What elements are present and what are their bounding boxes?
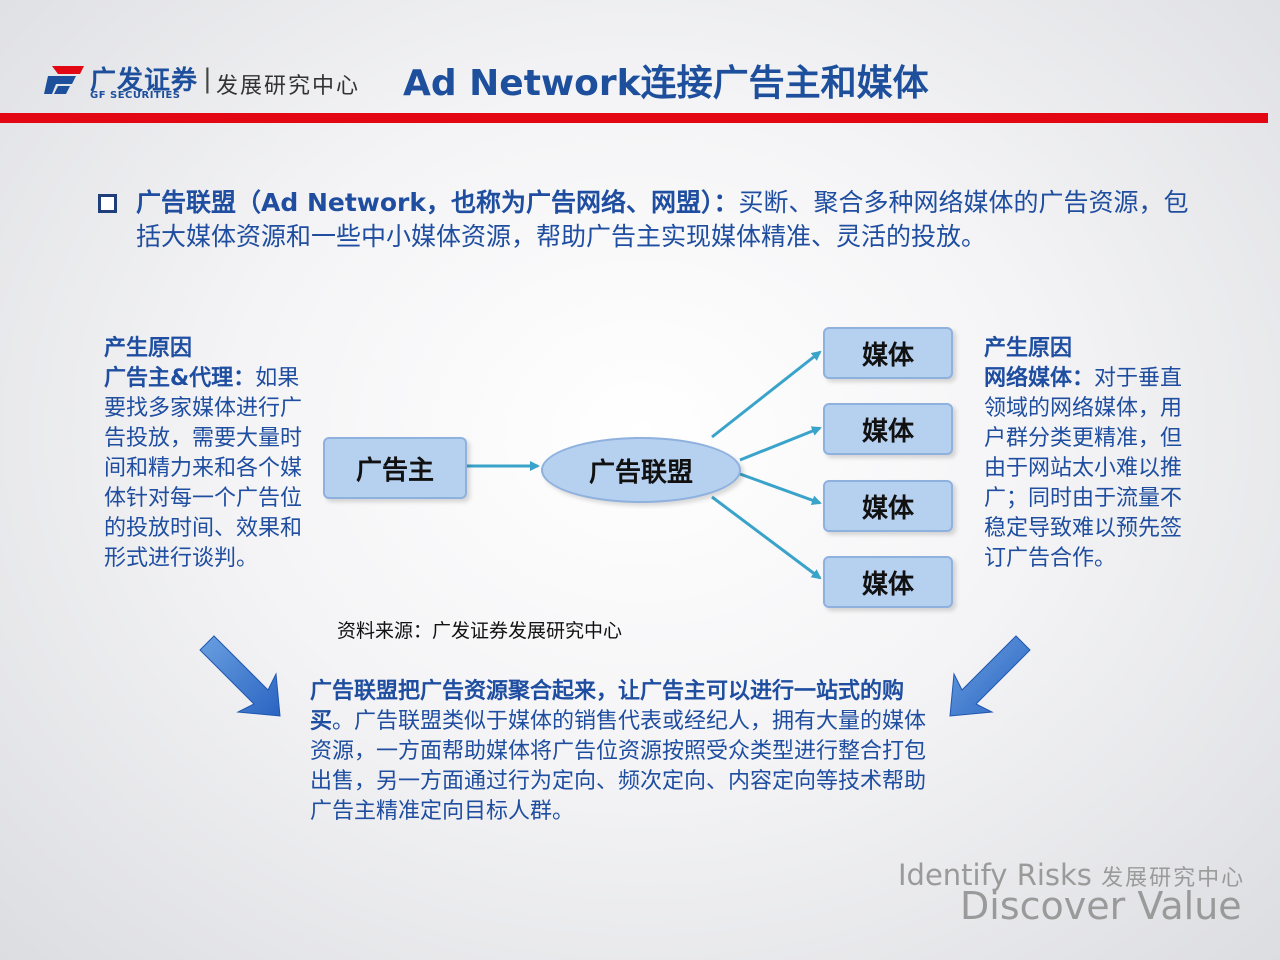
logo-text: 广发证券 — [90, 66, 199, 96]
ad-network-node: 广告联盟 — [541, 437, 741, 503]
gf-logo-icon — [44, 66, 84, 94]
arrow-network-to-media-2 — [739, 426, 822, 462]
right-reason-panel: 产生原因 网络媒体：对于垂直领域的网络媒体，用户群分类更精准，但由于网站太小难以… — [984, 334, 1189, 574]
media-node-3: 媒体 — [823, 480, 953, 532]
media-node-2: 媒体 — [823, 403, 953, 455]
media-node-4: 媒体 — [823, 556, 953, 608]
watermark-line-1: Identify Risks 发展研究中心 — [898, 858, 1245, 892]
right-heading: 产生原因 — [984, 336, 1073, 361]
left-reason-panel: 产生原因 广告主&代理：如果要找多家媒体进行广告投放，需要大量时间和精力来和各个… — [104, 334, 309, 574]
left-text: 如果要找多家媒体进行广告投放，需要大量时间和精力来和各个媒体针对每一个广告位的投… — [104, 366, 303, 571]
page-title: Ad Network连接广告主和媒体 — [403, 63, 929, 104]
header: 广发证券 GF SECURITIES | 发展研究中心 Ad Network连接… — [0, 0, 1280, 125]
left-heading: 产生原因 — [104, 336, 193, 361]
big-arrow-right-icon — [949, 635, 1031, 717]
department-name: 发展研究中心 — [216, 74, 361, 99]
watermark-en: Identify Risks — [898, 858, 1092, 892]
advertiser-node: 广告主 — [323, 437, 467, 499]
summary-paragraph: 广告联盟把广告资源聚合起来，让广告主可以进行一站式的购买。广告联盟类似于媒体的销… — [310, 677, 938, 827]
right-text: 对于垂直领域的网络媒体，用户群分类更精准，但由于网站太小难以推广；同时由于流量不… — [984, 366, 1183, 571]
big-arrow-left-icon — [199, 635, 281, 717]
arrow-network-to-media-3 — [739, 472, 822, 505]
summary-text: 。广告联盟类似于媒体的销售代表或经纪人，拥有大量的媒体资源，一方面帮助媒体将广告… — [310, 709, 927, 824]
media-node-1: 媒体 — [823, 327, 953, 379]
header-divider — [0, 113, 1268, 123]
arrow-network-to-media-4 — [711, 495, 822, 580]
watermark-line-2: Discover Value — [960, 884, 1242, 928]
source-note: 资料来源：广发证券发展研究中心 — [337, 620, 623, 642]
watermark-cn: 发展研究中心 — [1101, 866, 1246, 891]
summary-bold: 广告联盟把广告资源聚合起来，让广告主可以进行一站式的购买 — [310, 679, 905, 734]
intro-bold: 广告联盟（Ad Network，也称为广告网络、网盟）： — [136, 188, 739, 217]
left-subject: 广告主&代理： — [104, 366, 256, 391]
bullet-square-icon — [98, 194, 117, 213]
intro-text: 买断、聚合多种网络媒体的广告资源，包括大媒体资源和一些中小媒体资源，帮助广告主实… — [136, 188, 1189, 251]
logo-subtext: GF SECURITIES — [90, 90, 181, 101]
logo-separator: | — [203, 64, 212, 94]
right-subject: 网络媒体： — [984, 366, 1095, 391]
intro-paragraph: 广告联盟（Ad Network，也称为广告网络、网盟）：买断、聚合多种网络媒体的… — [136, 186, 1196, 254]
arrow-network-to-media-1 — [711, 350, 822, 439]
